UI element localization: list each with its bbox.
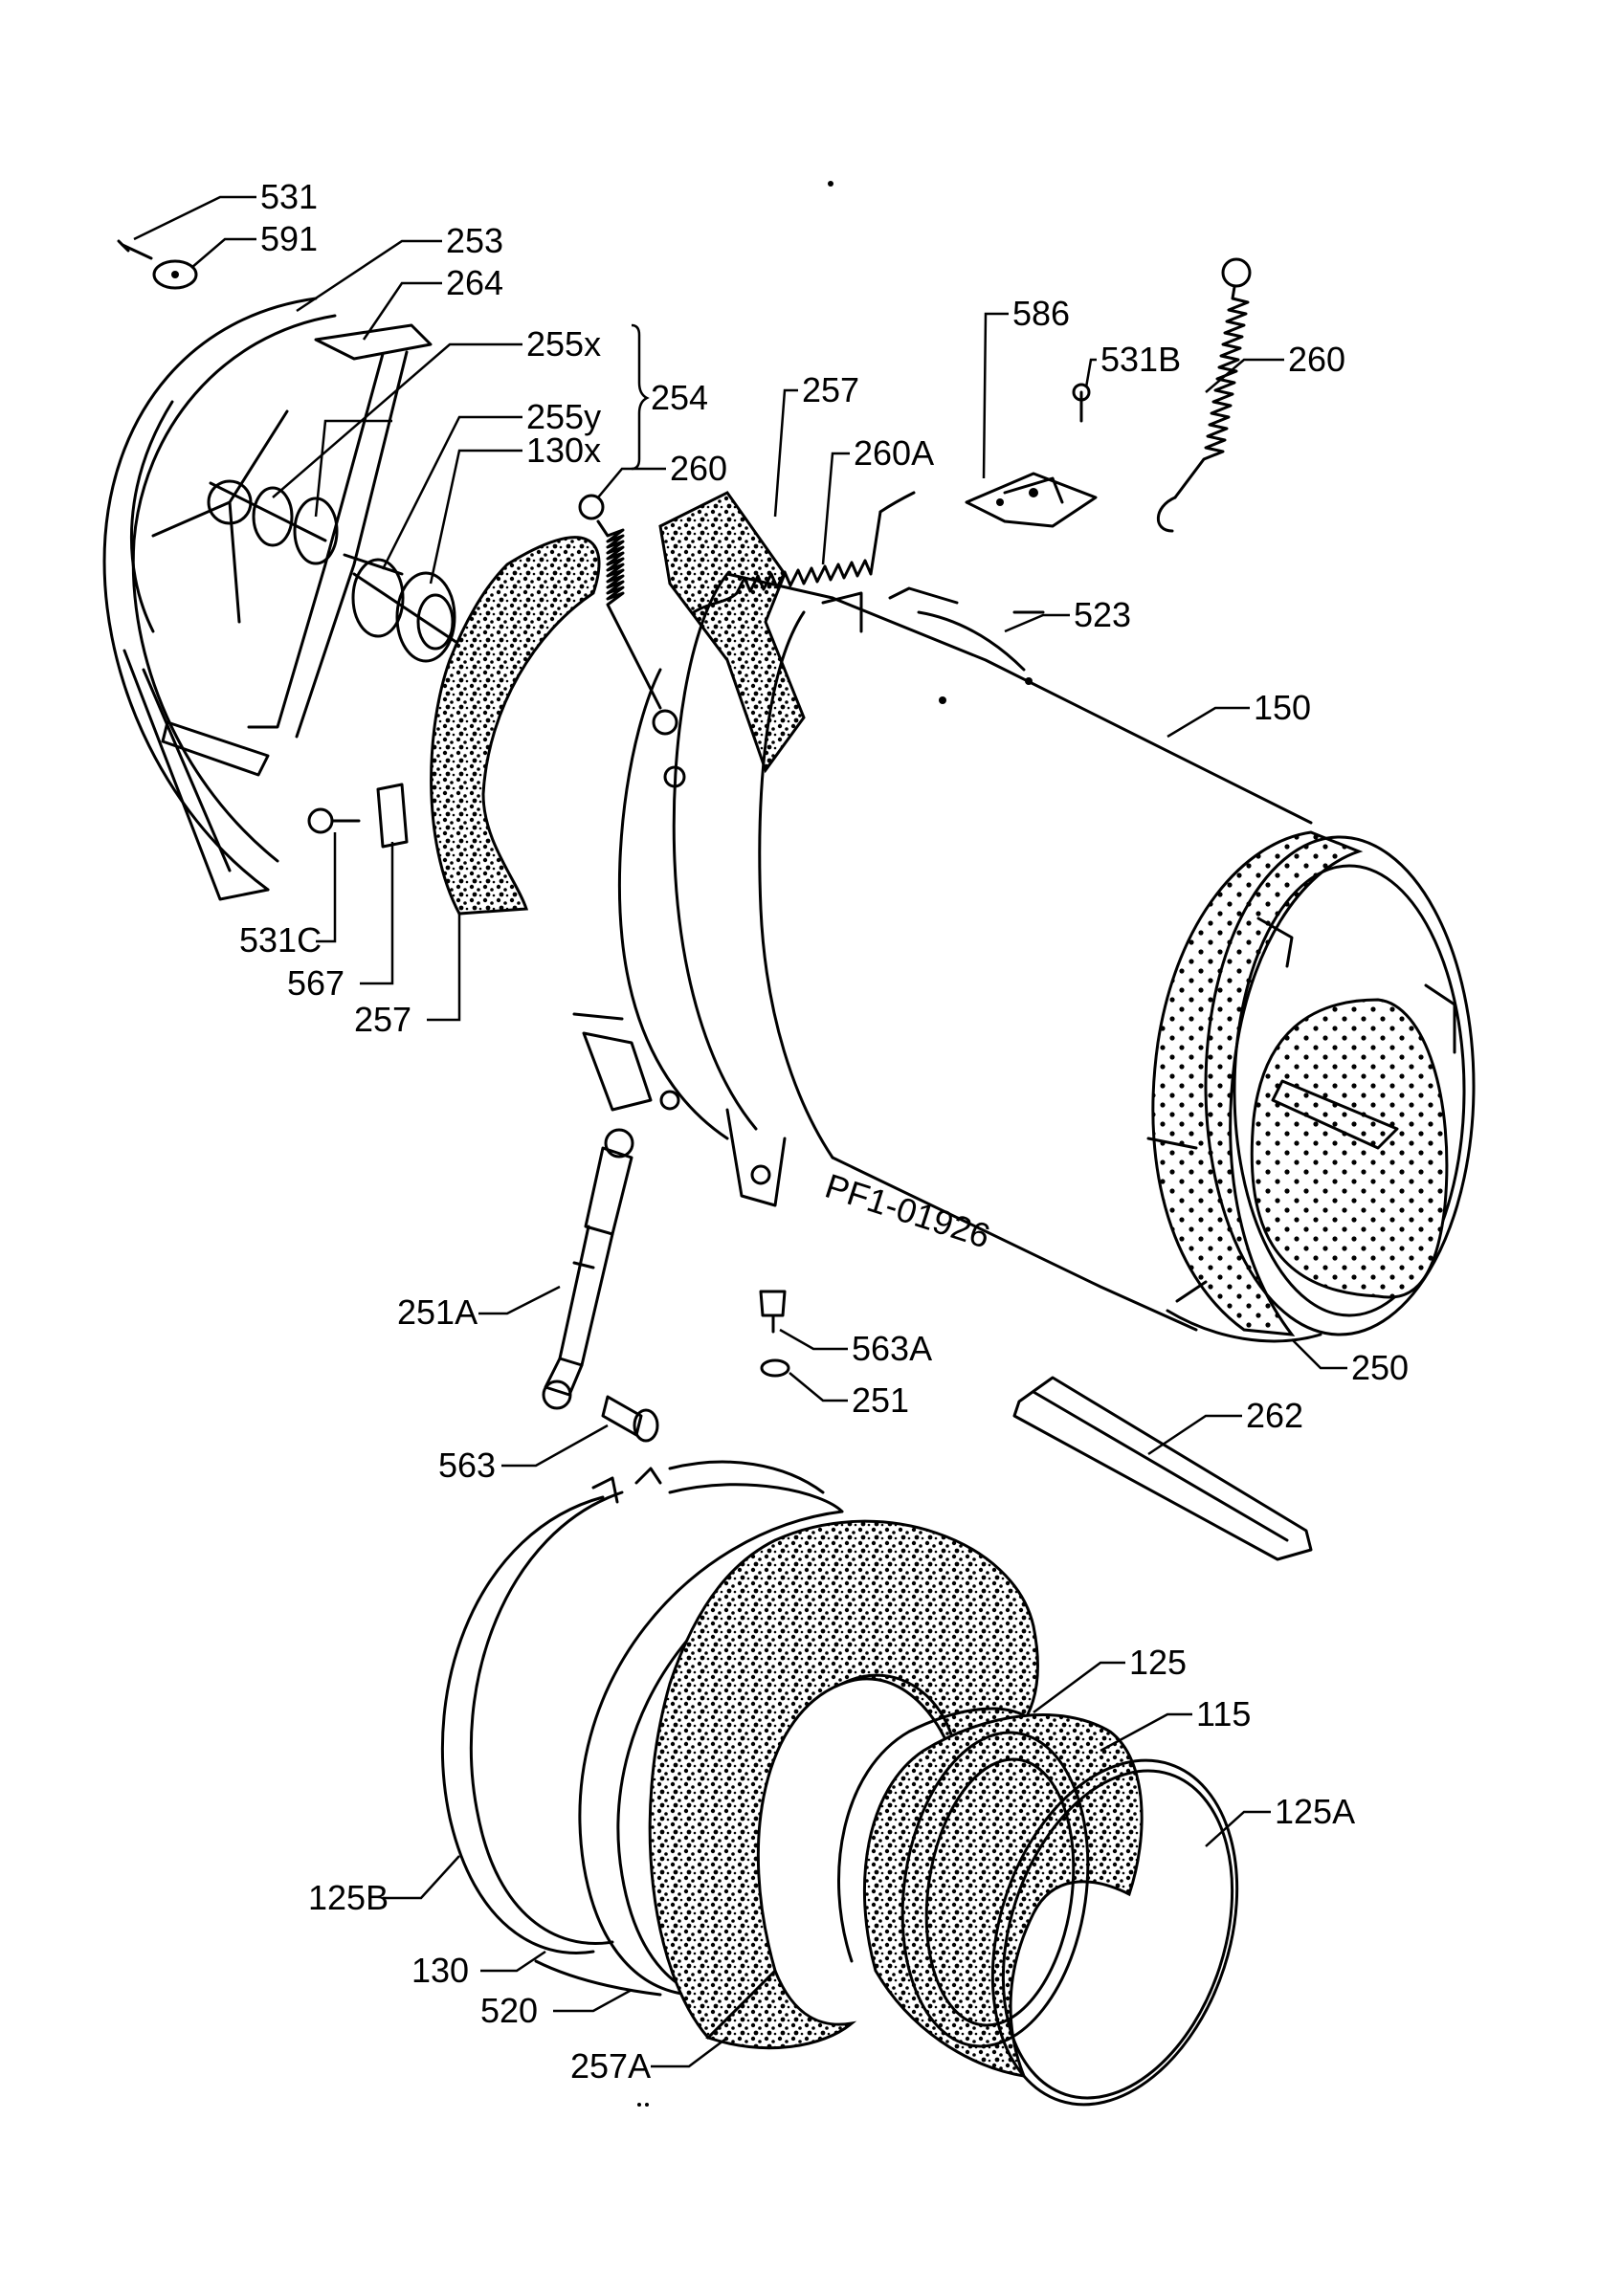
label-520: 520 [480,1991,538,2030]
label-251: 251 [852,1380,909,1420]
label-150: 150 [1254,688,1311,727]
label-125: 125 [1129,1643,1187,1682]
label-531: 531 [260,177,318,216]
figure-code: PF1-01926 [821,1166,995,1256]
label-563a: 563A [852,1329,932,1368]
label-257a: 257A [570,2046,651,2086]
label-251a: 251A [397,1292,478,1332]
label-586: 586 [1012,294,1070,333]
label-531b: 531B [1100,340,1181,379]
drum-cross-and-shaft [161,323,500,777]
label-523: 523 [1074,595,1131,634]
label-115: 115 [1196,1694,1251,1733]
front-counterweight-ring [648,1519,1039,2050]
label-257-top: 257 [802,370,859,409]
label-264: 264 [446,263,503,302]
label-253: 253 [446,221,503,260]
bracket-586 [965,383,1098,528]
label-250: 250 [1351,1348,1409,1387]
label-531c: 531C [239,920,322,960]
label-255y: 255y [526,397,601,436]
spring-right [1156,257,1252,533]
perforated-drum [1146,830,1476,1343]
label-260-top: 260 [670,449,727,488]
bolt-563 [601,1395,659,1443]
label-255x: 255x [526,324,601,364]
label-125a: 125A [1275,1792,1355,1831]
spring-center [578,494,678,736]
label-130x: 130x [526,430,601,470]
door-gasket [837,1707,1239,2107]
label-563: 563 [438,1446,496,1485]
shock-absorber [542,1128,634,1410]
label-125b: 125B [308,1878,389,1917]
label-130: 130 [411,1951,469,1990]
counterweight-left [430,536,601,916]
screw-and-pad-left [307,783,409,849]
part-labels: 531 591 253 264 255x 254 255y 130x 260 2… [239,177,1409,2086]
label-567: 567 [287,963,344,1003]
screw-563a-and-washer [759,1290,790,1378]
leader-lines [133,195,1347,2068]
label-260a: 260A [854,433,934,473]
label-591: 591 [260,219,318,258]
label-257-left: 257 [354,1000,411,1039]
label-254: 254 [651,378,708,417]
strip-262 [1012,1376,1313,1561]
label-262: 262 [1246,1396,1303,1435]
washing-tub [572,572,1313,1332]
label-260-right: 260 [1288,340,1345,379]
screw-and-washer-top-left [117,239,198,290]
rear-drum-spider [102,297,337,901]
counterweight-top [658,491,806,774]
